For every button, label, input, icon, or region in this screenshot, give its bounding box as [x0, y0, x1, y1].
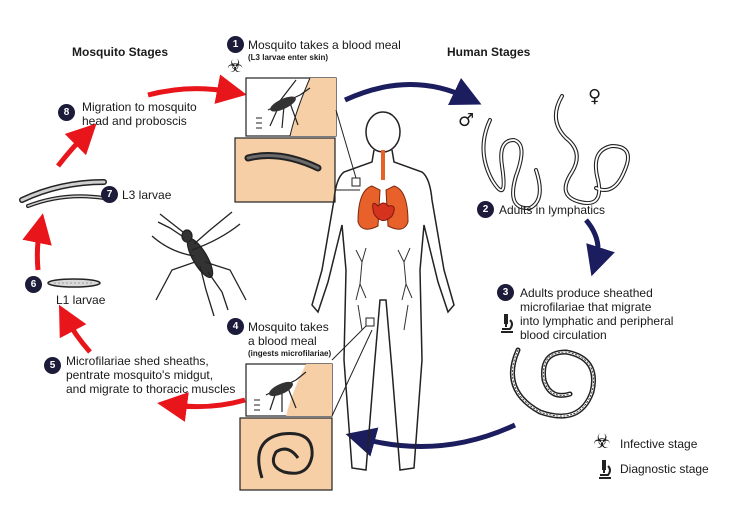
- step-8-line-1: Migration to mosquito: [82, 100, 197, 114]
- arrow-7-to-8: [56, 123, 97, 168]
- callout-lines-4: [331, 321, 373, 417]
- arrow-2-to-3: [584, 218, 615, 277]
- panel-1-mosquito-skin: [245, 77, 337, 137]
- step-7-badge: 7: [101, 186, 118, 203]
- legend-biohazard-icon: ☣: [593, 429, 611, 453]
- l3-larva: [19, 179, 107, 208]
- female-symbol-icon: ♀: [588, 86, 602, 107]
- step-4-note: (ingests microfilariae): [248, 349, 332, 358]
- step-2-badge: 2: [477, 201, 494, 218]
- step-3-line-2: microfilariae that migrate: [520, 300, 652, 314]
- sheathed-microfilaria: [509, 347, 596, 419]
- step-8-line-2: head and proboscis: [82, 114, 187, 128]
- legend-microscope-icon: [599, 460, 611, 479]
- step-4-line-1: Mosquito takes: [248, 320, 329, 334]
- adult-worm-male: [481, 118, 542, 211]
- arrow-8-to-1: [147, 74, 247, 104]
- panel-4-mosquito-skin: [245, 363, 333, 417]
- legend-infective-label: Infective stage: [620, 437, 698, 451]
- callout-box-chest: [351, 177, 361, 187]
- arrow-3-to-4: [345, 422, 517, 457]
- male-symbol-icon: ♂: [458, 110, 475, 131]
- arrow-1-to-2: [343, 77, 482, 105]
- panel-1-l3-larva: [234, 137, 336, 203]
- step-5-line-2: pentrate mosquito's midgut,: [66, 368, 214, 382]
- step-1-badge: 1: [227, 36, 244, 53]
- adult-worm-female: [554, 94, 630, 205]
- step-6-label: L1 larvae: [56, 293, 106, 307]
- panel-4-microfilaria: [239, 417, 333, 491]
- arrow-4-to-5: [157, 392, 246, 422]
- step-3-badge: 3: [497, 284, 514, 301]
- heart: [372, 202, 395, 221]
- step-8-badge: 8: [58, 104, 75, 121]
- mosquito-stages-heading: Mosquito Stages: [72, 45, 169, 59]
- l1-larva: [47, 278, 101, 288]
- step-5-badge: 5: [44, 357, 61, 374]
- step-5-line-1: Microfilariae shed sheaths,: [66, 354, 209, 368]
- legend-diagnostic-label: Diagnostic stage: [620, 462, 709, 476]
- step-3-line-1: Adults produce sheathed: [520, 286, 653, 300]
- step-1-note: (L3 larvae enter skin): [248, 53, 329, 62]
- step-6-badge: 6: [25, 276, 42, 293]
- step-7-label: L3 larvae: [122, 188, 172, 202]
- callout-box-leg: [365, 317, 375, 327]
- biohazard-icon: ☣: [227, 56, 244, 77]
- adult-mosquito: [151, 211, 247, 317]
- arrow-5-to-6: [58, 304, 92, 354]
- step-2-label: Adults in lymphatics: [499, 203, 606, 217]
- step-5-line-3: and migrate to thoracic muscles: [66, 382, 236, 396]
- step-3-line-4: blood circulation: [520, 328, 607, 342]
- step-3-line-3: into lymphatic and peripheral: [520, 314, 674, 328]
- lymphatic-vessels: [355, 247, 413, 331]
- step-4-line-2: a blood meal: [248, 334, 317, 348]
- microscope-icon: [501, 314, 513, 333]
- step-1-label: Mosquito takes a blood meal: [248, 38, 401, 52]
- human-stages-heading: Human Stages: [447, 45, 531, 59]
- callout-lines-1: [335, 109, 360, 191]
- step-4-badge: 4: [227, 318, 244, 335]
- lungs: [357, 150, 409, 230]
- arrow-6-to-7: [22, 213, 52, 271]
